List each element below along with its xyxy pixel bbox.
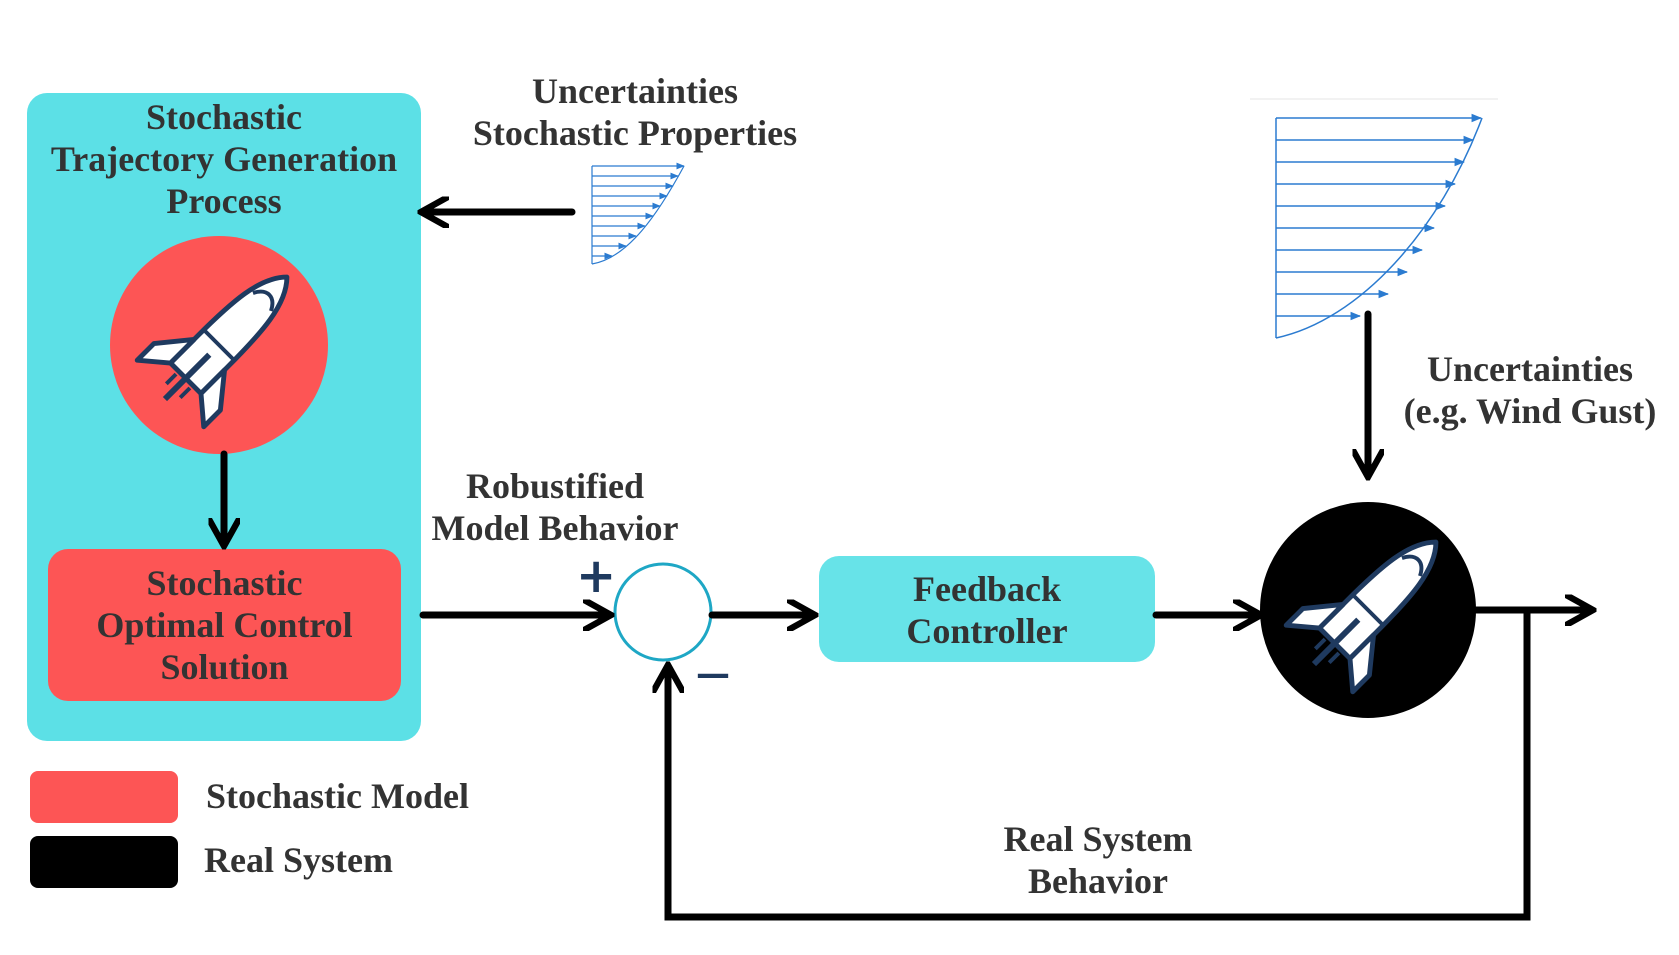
plus-sign: + bbox=[576, 548, 617, 604]
controller-line1: Feedback bbox=[913, 569, 1061, 609]
wind-uncertainty-line2: (e.g. Wind Gust) bbox=[1403, 391, 1657, 431]
panel-title-line3: Process bbox=[166, 181, 282, 221]
summing-junction bbox=[613, 562, 713, 662]
wind-profile-icon bbox=[591, 162, 685, 265]
legend-label-real-system: Real System bbox=[204, 840, 393, 880]
panel-title: Stochastic Trajectory Generation Process bbox=[27, 96, 421, 222]
wind-uncertainty-line1: Uncertainties bbox=[1427, 349, 1633, 389]
stochastic-solution-box bbox=[48, 549, 401, 701]
feedback-controller-box bbox=[819, 556, 1155, 662]
robustified-label: Robustified Model Behavior bbox=[405, 465, 705, 549]
real-behavior-label: Real System Behavior bbox=[948, 818, 1248, 902]
feedback-loop-arrow bbox=[668, 608, 1531, 921]
uncertainty-properties-label: Uncertainties Stochastic Properties bbox=[440, 70, 830, 154]
wind-profile-icon bbox=[1250, 98, 1498, 339]
stochastic-solution-label: Stochastic Optimal Control Solution bbox=[48, 562, 401, 688]
uncertainty-properties-line1: Uncertainties bbox=[532, 71, 738, 111]
controller-line2: Controller bbox=[906, 611, 1068, 651]
real-behavior-line2: Behavior bbox=[1028, 861, 1168, 901]
legend-swatch-stochastic-model bbox=[30, 771, 178, 823]
panel-title-line1: Stochastic bbox=[146, 97, 302, 137]
legend-label-stochastic-model: Stochastic Model bbox=[206, 776, 469, 816]
solution-line2: Optimal Control bbox=[96, 605, 353, 645]
wind-uncertainty-label: Uncertainties (e.g. Wind Gust) bbox=[1380, 348, 1679, 432]
minus-sign: — bbox=[696, 654, 730, 694]
solution-line3: Solution bbox=[160, 647, 289, 687]
real-behavior-line1: Real System bbox=[1003, 819, 1193, 859]
solution-line1: Stochastic bbox=[146, 563, 303, 603]
feedback-controller-label: Feedback Controller bbox=[819, 568, 1155, 652]
robustified-line2: Model Behavior bbox=[431, 508, 679, 548]
robustified-line1: Robustified bbox=[465, 466, 645, 506]
legend-swatch-real-system bbox=[30, 836, 178, 888]
uncertainty-properties-line2: Stochastic Properties bbox=[472, 113, 798, 153]
panel-title-line2: Trajectory Generation bbox=[50, 139, 398, 179]
